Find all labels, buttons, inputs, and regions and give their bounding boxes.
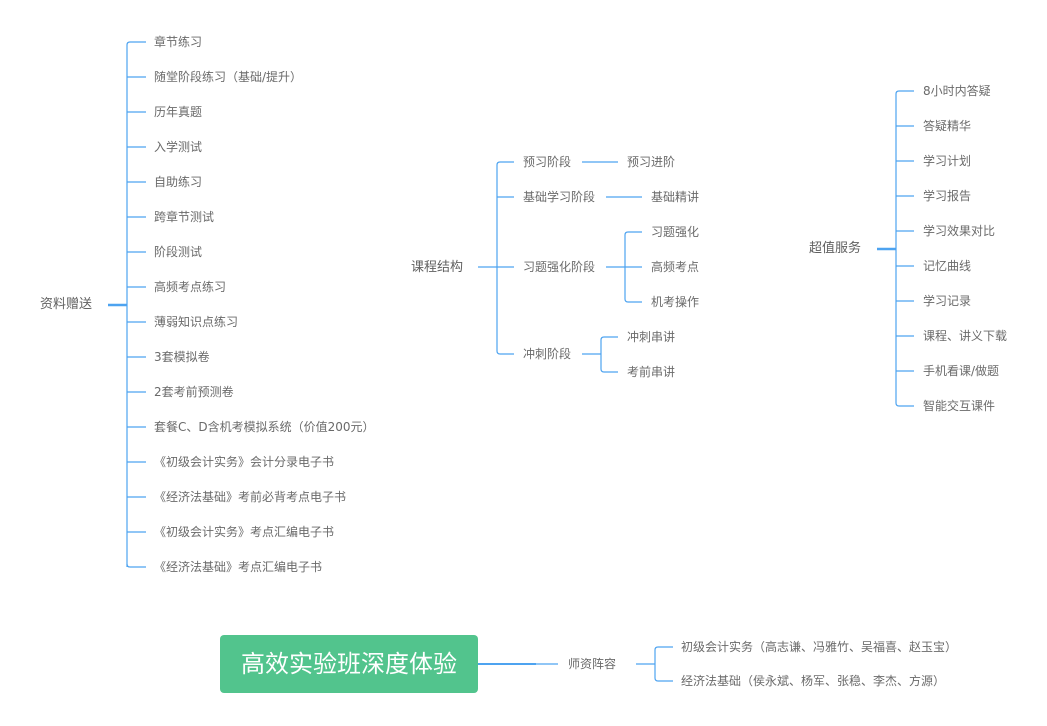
materials-item[interactable]: 章节练习: [154, 35, 203, 49]
course-substage[interactable]: 冲刺串讲: [627, 330, 676, 344]
materials-item[interactable]: 薄弱知识点练习: [154, 315, 239, 329]
faculty-item[interactable]: 经济法基础（侯永斌、杨军、张稳、李杰、方源）: [681, 674, 946, 688]
branch-course-structure[interactable]: 课程结构: [411, 260, 464, 275]
course-substage[interactable]: 高频考点: [651, 260, 700, 274]
materials-item[interactable]: 自助练习: [154, 175, 203, 189]
materials-item[interactable]: 跨章节测试: [154, 210, 215, 224]
materials-item[interactable]: 入学测试: [154, 140, 203, 154]
materials-item[interactable]: 高频考点练习: [154, 280, 227, 294]
course-substage[interactable]: 基础精讲: [651, 190, 700, 204]
materials-item[interactable]: 《初级会计实务》考点汇编电子书: [154, 525, 335, 539]
branch-faculty[interactable]: 师资阵容: [568, 657, 617, 671]
service-item[interactable]: 记忆曲线: [923, 259, 972, 273]
service-item[interactable]: 学习记录: [923, 294, 972, 308]
course-substage[interactable]: 习题强化: [651, 225, 700, 239]
materials-item[interactable]: 《经济法基础》考点汇编电子书: [154, 560, 323, 574]
materials-item[interactable]: 阶段测试: [154, 245, 203, 259]
service-item[interactable]: 答疑精华: [923, 119, 972, 133]
materials-item[interactable]: 随堂阶段练习（基础/提升）: [154, 70, 303, 84]
course-substage[interactable]: 考前串讲: [627, 365, 676, 379]
course-substage[interactable]: 机考操作: [651, 295, 700, 309]
service-item[interactable]: 学习效果对比: [923, 224, 996, 238]
materials-item[interactable]: 套餐C、D含机考模拟系统（价值200元）: [154, 420, 375, 434]
course-stage[interactable]: 预习阶段: [523, 155, 572, 169]
course-stage[interactable]: 基础学习阶段: [523, 190, 596, 204]
service-item[interactable]: 学习计划: [923, 154, 972, 168]
service-item[interactable]: 8小时内答疑: [923, 84, 991, 98]
service-item[interactable]: 手机看课/做题: [923, 364, 1000, 378]
faculty-item[interactable]: 初级会计实务（高志谦、冯雅竹、吴福喜、赵玉宝）: [681, 640, 958, 654]
service-item[interactable]: 课程、讲义下载: [923, 329, 1008, 343]
materials-item[interactable]: 2套考前预测卷: [154, 385, 234, 399]
branch-value-services[interactable]: 超值服务: [809, 241, 862, 256]
course-substage[interactable]: 预习进阶: [627, 155, 676, 169]
materials-item[interactable]: 3套模拟卷: [154, 350, 210, 364]
materials-item[interactable]: 历年真题: [154, 105, 203, 119]
root-topic[interactable]: 高效实验班深度体验: [220, 635, 478, 693]
service-item[interactable]: 智能交互课件: [923, 399, 996, 413]
course-stage[interactable]: 冲刺阶段: [523, 347, 572, 361]
materials-item[interactable]: 《经济法基础》考前必背考点电子书: [154, 490, 347, 504]
materials-item[interactable]: 《初级会计实务》会计分录电子书: [154, 455, 335, 469]
branch-materials[interactable]: 资料赠送: [40, 297, 93, 312]
course-stage[interactable]: 习题强化阶段: [523, 260, 596, 274]
service-item[interactable]: 学习报告: [923, 189, 972, 203]
